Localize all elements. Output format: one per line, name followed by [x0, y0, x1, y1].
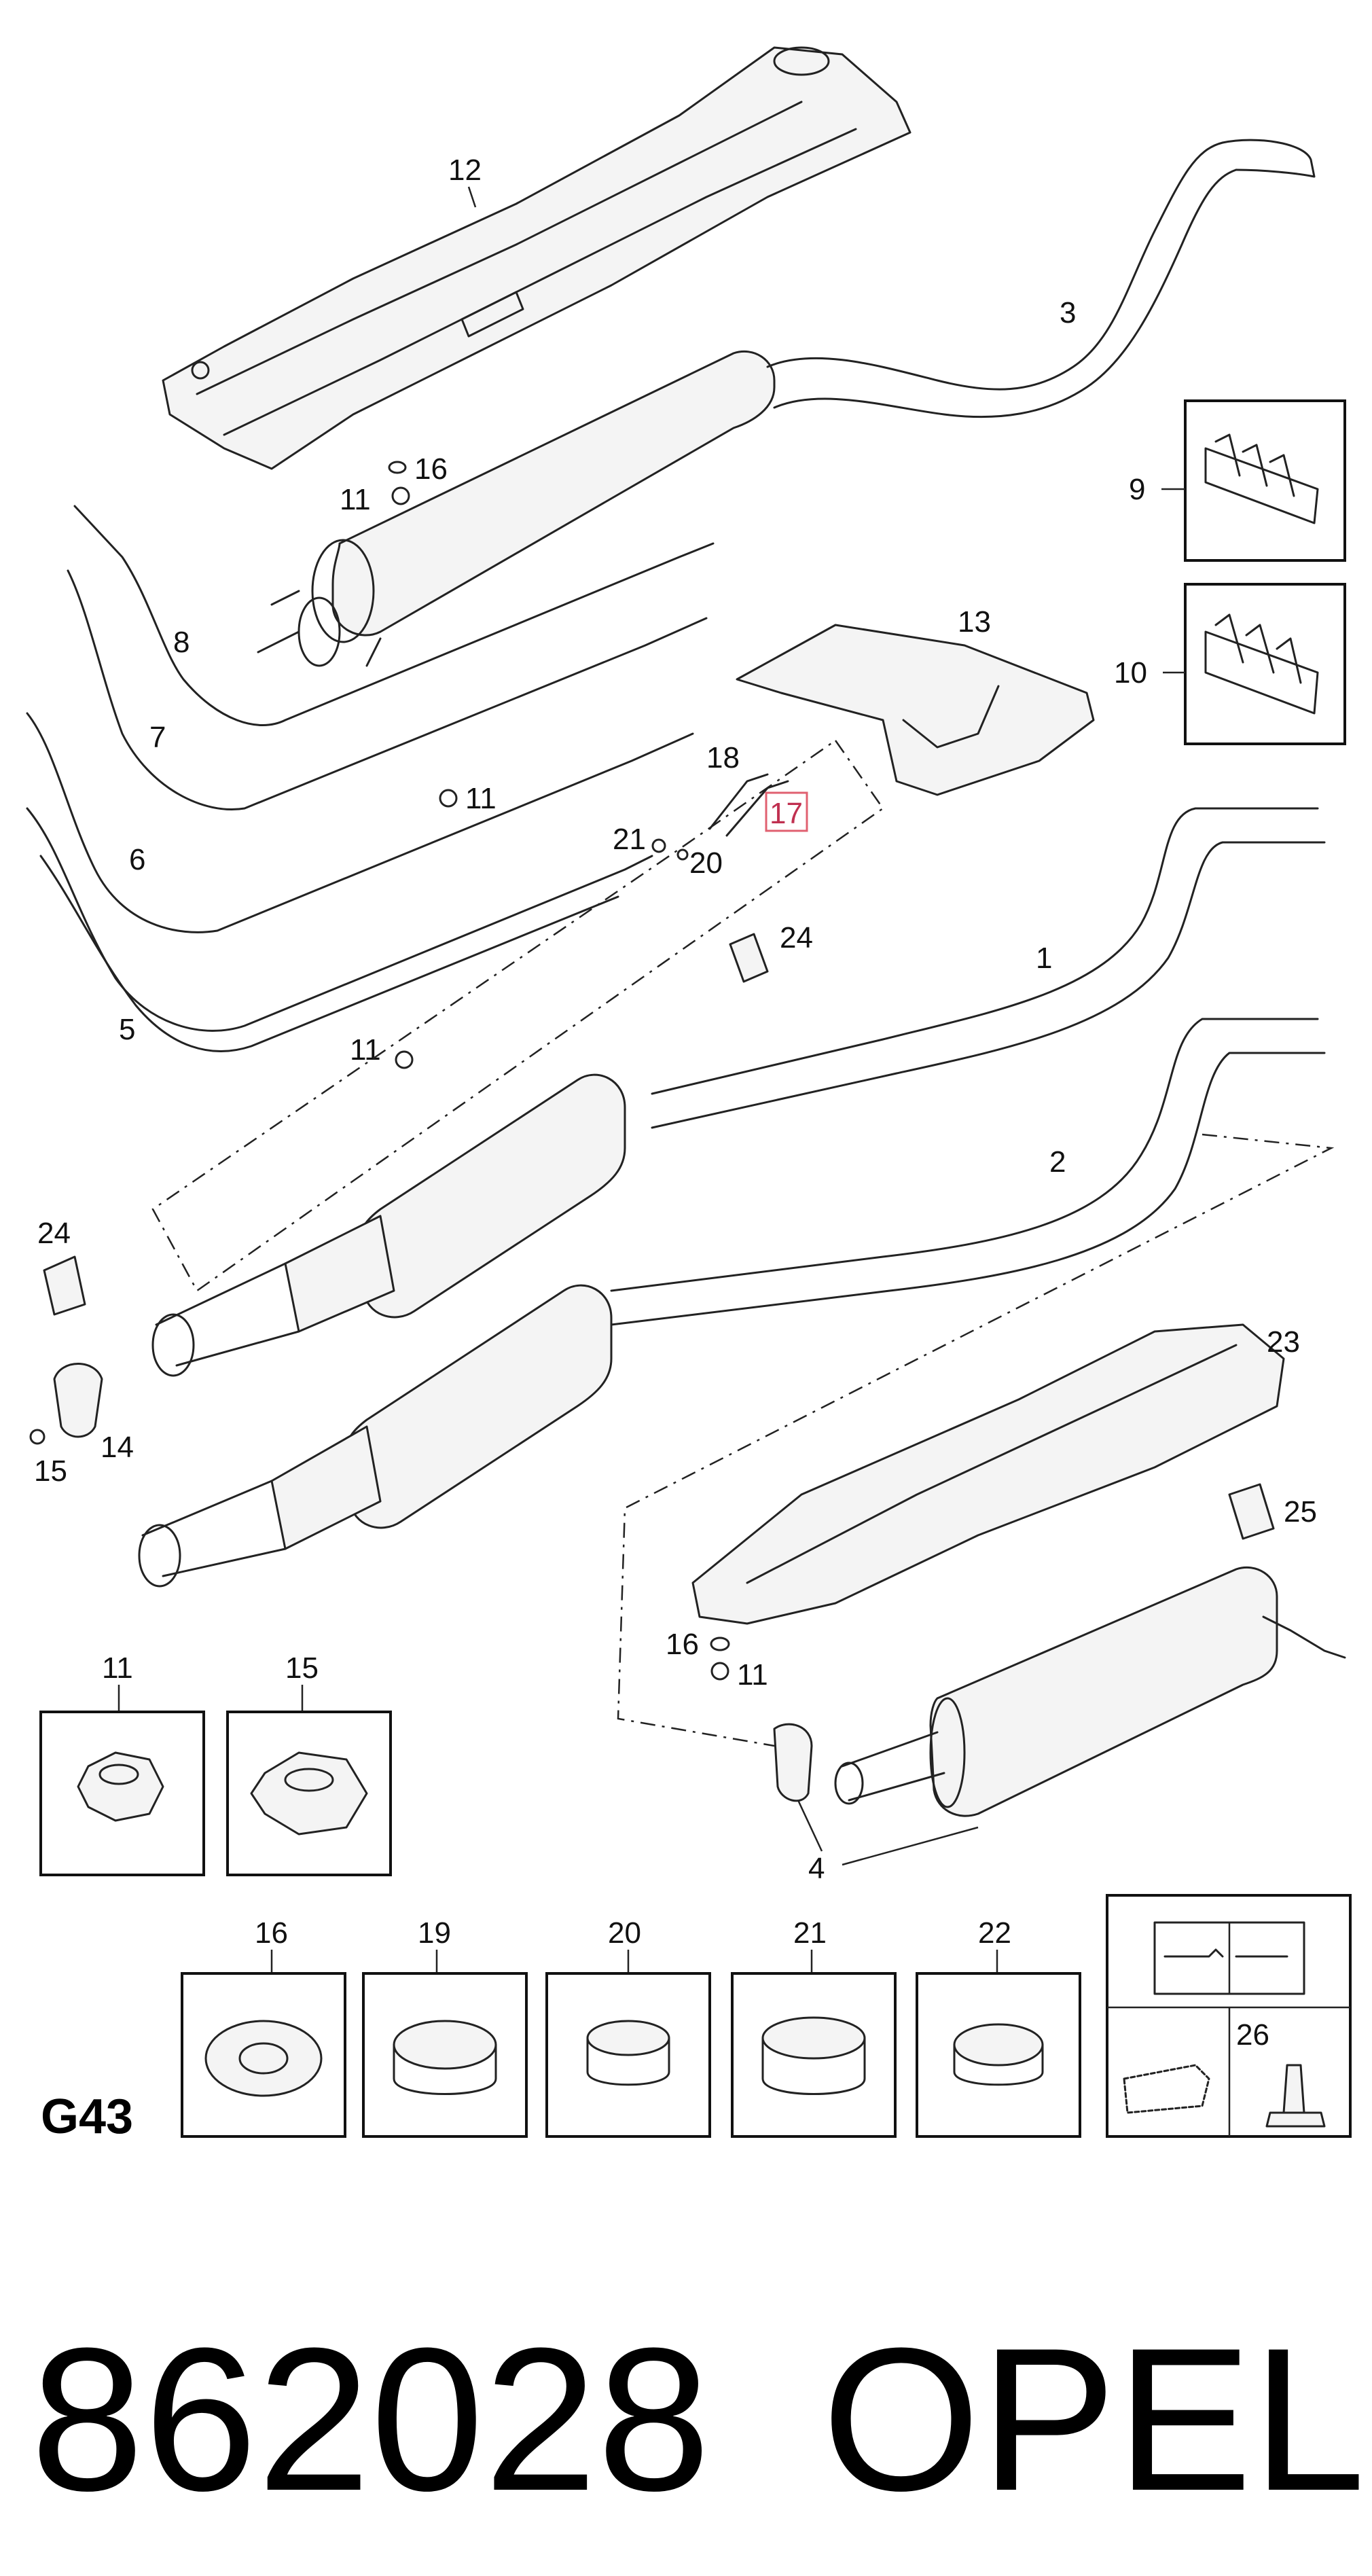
clamp-21-detail — [761, 2016, 866, 2060]
part-number: 862028 — [31, 2305, 710, 2533]
callout-11-low: 11 — [350, 1033, 381, 1067]
hanger-4 — [773, 1723, 813, 1802]
callout-3: 3 — [1060, 296, 1076, 329]
callout-17-highlight — [765, 791, 808, 832]
callout-11-lower: 11 — [737, 1658, 768, 1692]
dashed-group-boundary-lower — [617, 1133, 1335, 1747]
mount-25 — [1228, 1483, 1275, 1540]
callout-19: 19 — [418, 1916, 451, 1950]
gasket-14 — [53, 1363, 103, 1438]
callout-18: 18 — [706, 741, 740, 774]
callout-8: 8 — [173, 626, 189, 659]
mount-24-upper — [729, 933, 769, 983]
callout-24-upper: 24 — [780, 921, 813, 954]
callout-21: 21 — [613, 823, 646, 856]
nut-11-mid — [439, 789, 458, 808]
callout-17: 17 — [770, 797, 803, 830]
callout-26: 26 — [1236, 2018, 1269, 2052]
callout-2: 2 — [1049, 1145, 1066, 1179]
clamp-22-detail — [953, 2023, 1044, 2067]
callout-14: 14 — [101, 1431, 134, 1464]
brand-name: OPEL — [822, 2305, 1365, 2533]
callout-24-left: 24 — [37, 1217, 71, 1250]
callout-11-top: 11 — [340, 483, 371, 516]
callout-5: 5 — [119, 1013, 135, 1046]
group-code: G43 — [41, 2090, 133, 2144]
callout-11-box: 11 — [102, 1651, 133, 1685]
clamp-20-box — [545, 1972, 711, 2138]
callout-9: 9 — [1129, 473, 1145, 506]
front-pipe-2 — [138, 1018, 1326, 1588]
clip-9-shape — [1204, 433, 1319, 524]
callout-7: 7 — [149, 721, 166, 754]
oil-can-icon — [1123, 2064, 1210, 2114]
callout-13: 13 — [958, 605, 991, 639]
clamp-19-detail — [393, 2020, 497, 2070]
callout-22: 22 — [978, 1916, 1011, 1950]
nut-11-detail — [77, 1751, 164, 1822]
rear-silencer-4 — [834, 1566, 1346, 1817]
callout-15-box: 15 — [285, 1651, 319, 1685]
callout-25: 25 — [1284, 1495, 1317, 1528]
front-pipe-1 — [151, 807, 1326, 1377]
callout-16-box: 16 — [255, 1916, 288, 1950]
heat-shield-23 — [691, 1323, 1285, 1625]
callout-4: 4 — [808, 1852, 825, 1885]
callout-16-top: 16 — [414, 452, 448, 486]
callout-20: 20 — [689, 846, 723, 880]
grommet-16-detail — [204, 2020, 323, 2097]
callout-15-left: 15 — [34, 1454, 67, 1488]
callout-23: 23 — [1267, 1325, 1300, 1359]
callout-1: 1 — [1036, 942, 1052, 975]
clamp-20-detail — [586, 2020, 670, 2056]
nut-15-small — [29, 1429, 46, 1445]
clip-box-10 — [1184, 583, 1346, 745]
callout-11-mid: 11 — [465, 782, 497, 815]
rear-muffler-pipe — [257, 139, 1316, 667]
callout-10: 10 — [1114, 656, 1147, 690]
callout-20: 20 — [608, 1916, 641, 1950]
grommet-16-lower — [710, 1636, 730, 1651]
nut-11-lower — [710, 1662, 729, 1681]
nut-15-detail — [250, 1751, 368, 1836]
leader-12 — [467, 186, 477, 208]
wrench-book-icon — [1153, 1921, 1305, 1995]
callout-6: 6 — [129, 843, 145, 876]
clip-10-shape — [1204, 613, 1319, 715]
clip-box-9 — [1184, 399, 1346, 562]
mount-24-left — [43, 1255, 86, 1316]
callout-21: 21 — [793, 1916, 827, 1950]
callout-12: 12 — [448, 154, 482, 187]
dashed-group-boundary-upper — [151, 739, 884, 1292]
nut-11-top — [391, 486, 410, 505]
sealant-tube-icon — [1265, 2064, 1326, 2128]
sensor-lines — [26, 505, 715, 1052]
callout-16-lower: 16 — [666, 1628, 699, 1661]
heat-shield-13 — [736, 624, 1095, 796]
heat-shield-upper — [162, 46, 911, 470]
grommet-16-top — [388, 461, 407, 474]
nut-11-low — [395, 1050, 414, 1069]
